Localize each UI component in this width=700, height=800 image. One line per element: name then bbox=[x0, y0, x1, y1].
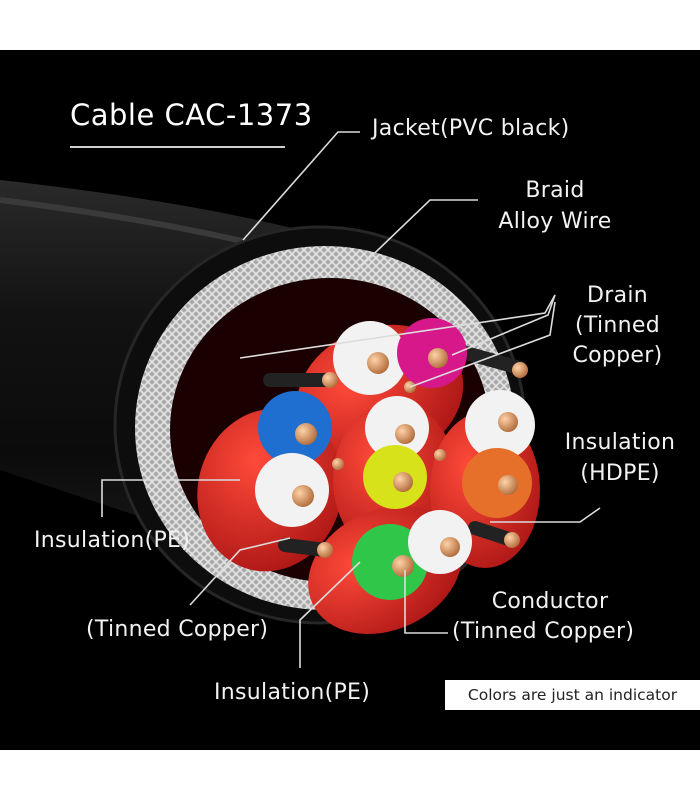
leader-drain-3 bbox=[409, 301, 556, 388]
leader-drain bbox=[239, 294, 556, 359]
label-insulation-hdpe-line2: (HDPE) bbox=[580, 461, 660, 486]
leader-jacket bbox=[242, 131, 360, 241]
cable-cross-section-illustration bbox=[0, 131, 601, 668]
leader-hdpe bbox=[490, 507, 601, 523]
label-insulation-pe-left: Insulation(PE) bbox=[34, 528, 191, 553]
label-insulation-hdpe-line1: Insulation bbox=[564, 430, 676, 455]
label-insulation-pe-bottom: Insulation(PE) bbox=[214, 680, 371, 705]
label-conductor-line1: Conductor bbox=[491, 589, 609, 614]
label-conductor-line2: (Tinned Copper) bbox=[452, 619, 635, 644]
diagram-title: Cable CAC-1373 bbox=[70, 98, 313, 132]
label-drain-line1: Drain bbox=[586, 283, 649, 308]
diagram-panel: Cable CAC-1373 Jacket(PVC black) Braid A… bbox=[0, 50, 700, 750]
label-braid-line1: Braid bbox=[525, 178, 585, 203]
title-underline bbox=[70, 146, 285, 148]
leader-conductor bbox=[404, 570, 448, 634]
leader-braid bbox=[354, 199, 478, 273]
leader-insulation-bottom bbox=[299, 561, 361, 668]
leader-lines bbox=[101, 131, 601, 668]
colors-disclaimer-note: Colors are just an indicator bbox=[445, 680, 700, 710]
label-drain-line2: (Tinned bbox=[575, 313, 660, 338]
label-jacket: Jacket(PVC black) bbox=[372, 116, 570, 141]
leader-tinned-left bbox=[189, 537, 291, 606]
label-tinned-copper-left: (Tinned Copper) bbox=[86, 617, 269, 642]
label-braid-line2: Alloy Wire bbox=[498, 209, 612, 234]
label-drain-line3: Copper) bbox=[572, 343, 663, 368]
insulated-conductors bbox=[255, 318, 535, 600]
leader-insulation-left bbox=[101, 479, 240, 517]
leader-drain-2 bbox=[451, 294, 556, 356]
